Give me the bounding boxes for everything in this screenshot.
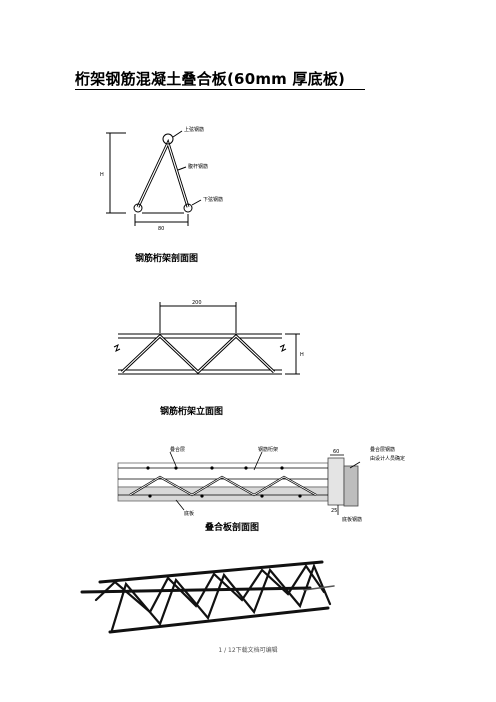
page-footer: 1 / 12下载文档可编辑 (218, 647, 278, 654)
label-top-chord: 上弦钢筋 (184, 126, 204, 133)
dim-25: 25 (331, 508, 337, 514)
truss-elevation-figure (113, 302, 300, 375)
label-truss-rebar: 钢筋桁架 (258, 446, 278, 453)
label-bottom-chord: 下弦钢筋 (203, 196, 223, 203)
truss-section-figure (106, 130, 202, 226)
label-designer-defined: 由设计人员确定 (370, 455, 405, 462)
label-composite-layer: 叠合层 (170, 446, 185, 453)
label-web-bar: 腹杆钢筋 (188, 163, 208, 170)
caption-slab-section: 叠合板剖面图 (205, 523, 260, 533)
caption-truss-section: 钢筋桁架剖面图 (135, 254, 199, 264)
title-underline (75, 89, 365, 90)
caption-truss-elevation: 钢筋桁架立面图 (160, 407, 224, 417)
label-bottom-plate: 底板 (184, 510, 194, 517)
dim-height-h: H (100, 172, 104, 178)
dim-elevation-h: H (300, 352, 304, 358)
dim-spacing-200: 200 (192, 300, 202, 306)
slab-section-figure (117, 451, 361, 515)
truss-3d-rendering (80, 560, 335, 634)
page-title: 桁架钢筋混凝土叠合板(60mm 厚底板) (75, 70, 346, 88)
dim-60: 60 (333, 449, 339, 455)
dim-width-80: 80 (158, 226, 164, 232)
label-bottom-plate-rebar: 底板钢筋 (342, 516, 362, 523)
label-composite-rebar: 叠合层钢筋 (370, 446, 395, 453)
